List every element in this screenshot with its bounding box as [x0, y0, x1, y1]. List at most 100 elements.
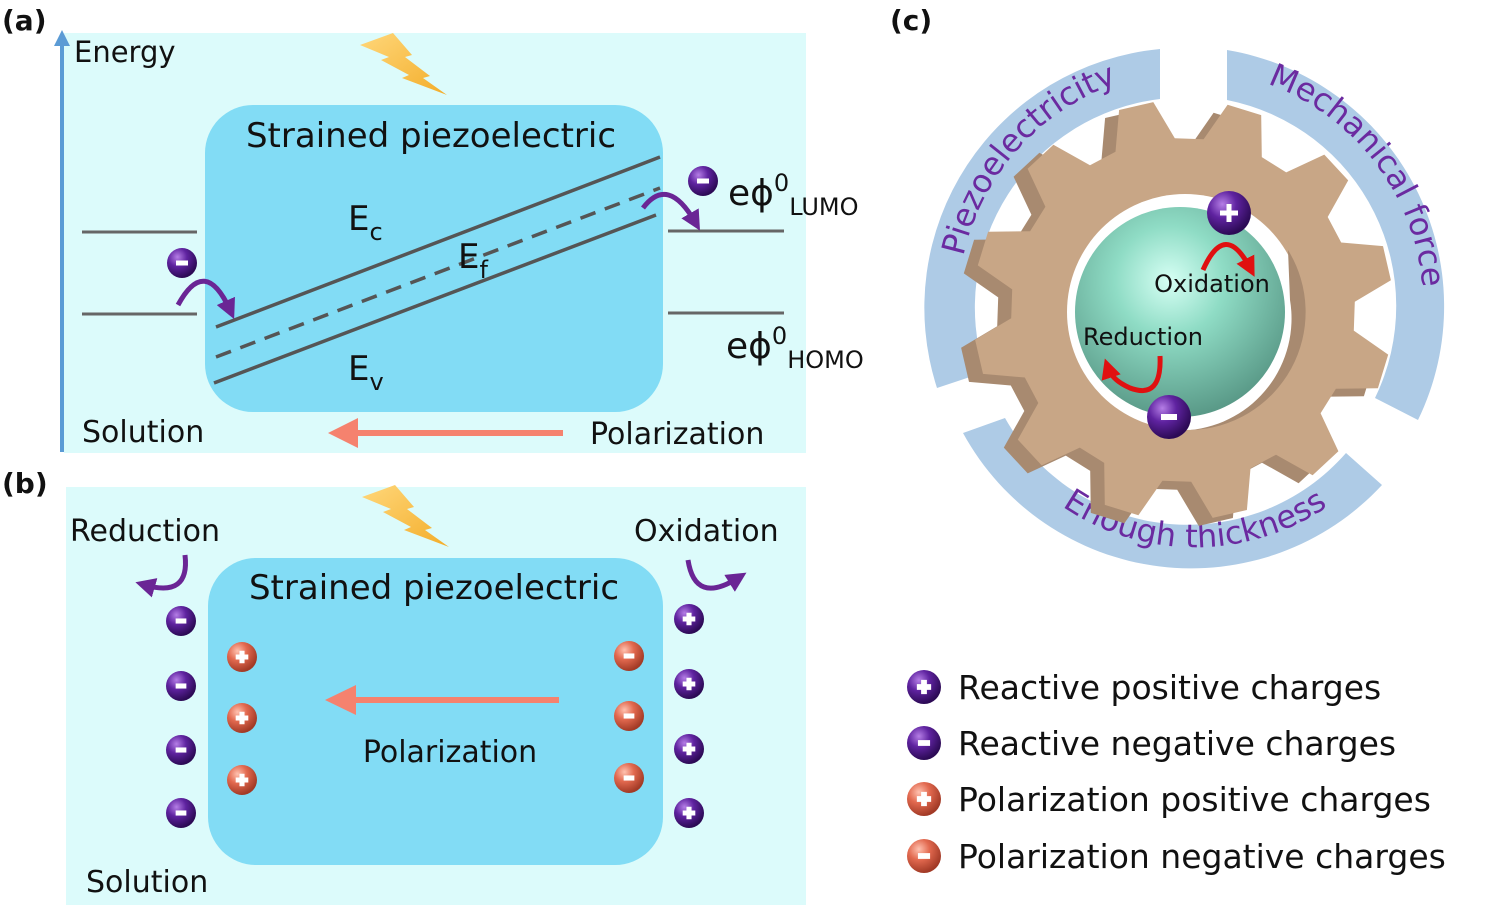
band-main: E — [348, 349, 369, 389]
legend-label: Polarization positive charges — [958, 780, 1431, 819]
polarization-label-a: Polarization — [590, 417, 764, 452]
ring-arc-piezoelectricity — [924, 49, 1160, 388]
band-main: E — [458, 237, 479, 277]
polarization-charge — [614, 763, 644, 793]
minus-icon — [623, 653, 635, 659]
solution-label-a: Solution — [82, 415, 204, 450]
minus-icon — [697, 178, 709, 184]
band-sub: f — [479, 256, 488, 284]
reactive-charge-icon — [907, 726, 941, 760]
reactive-charge — [166, 735, 196, 765]
minus-icon — [175, 747, 187, 753]
oxidation-arrow — [685, 559, 747, 592]
reduction-arrow-c — [1101, 355, 1163, 394]
reduction-arrow — [135, 554, 188, 598]
minus-icon — [623, 775, 635, 781]
polarization-arrow-a — [328, 418, 563, 448]
plus-icon — [1220, 204, 1238, 222]
plus-icon — [682, 677, 696, 691]
minus-icon — [175, 683, 187, 689]
homo-sup: 0 — [772, 322, 787, 350]
oxidation-label-b: Oxidation — [634, 514, 779, 549]
electron-charge-right — [688, 166, 718, 196]
energy-axis-arrow-icon — [54, 30, 70, 46]
gear-hole-shadow — [1190, 250, 1306, 430]
minus-icon — [176, 260, 188, 266]
homo-main: eϕ — [726, 326, 772, 367]
polarization-arrow-b — [325, 685, 559, 715]
reactive-charge — [166, 606, 196, 636]
panel-a-label: (a) — [2, 4, 47, 37]
lightning-bolt-icon — [360, 33, 447, 95]
polarization-charge-icon — [907, 839, 941, 873]
oxidation-label-c: Oxidation — [1154, 270, 1270, 298]
minus-icon — [175, 618, 187, 624]
electron-transfer-arrow-right — [641, 191, 700, 231]
polarization-charge — [227, 703, 257, 733]
strained-piezoelectric-block — [205, 105, 663, 412]
negative-charge-c — [1147, 395, 1191, 439]
material-label: Strained piezoelectric — [246, 116, 616, 156]
minus-icon — [623, 713, 635, 719]
homo-sub: HOMO — [787, 346, 864, 374]
reactive-charge — [674, 604, 704, 634]
valence-band-label: Ev — [348, 349, 384, 396]
reactive-charge — [674, 798, 704, 828]
polarization-charge-icon — [907, 782, 941, 816]
piezo-sphere — [1075, 207, 1285, 417]
conduction-band-label: Ec — [348, 199, 383, 246]
solution-label-b: Solution — [86, 865, 208, 900]
energy-axis-label: Energy — [74, 35, 176, 69]
reactive-charge — [674, 669, 704, 699]
legend-label: Polarization negative charges — [958, 837, 1446, 876]
electron-charge-left — [167, 248, 197, 278]
lightning-bolt-icon — [362, 485, 449, 547]
ring-arc-mechanical-force — [1227, 50, 1445, 420]
panel-c-label: (c) — [890, 4, 932, 37]
legend-item: Reactive negative charges — [907, 724, 1396, 763]
lumo-sub: LUMO — [789, 193, 858, 221]
legend-label: Reactive positive charges — [958, 668, 1381, 707]
plus-icon — [916, 679, 932, 695]
plus-icon — [682, 612, 696, 626]
legend-item: Polarization positive charges — [907, 780, 1431, 819]
polarization-charge — [227, 765, 257, 795]
legend-item: Reactive positive charges — [907, 668, 1381, 707]
minus-icon — [917, 740, 931, 746]
lumo-sup: 0 — [774, 169, 789, 197]
fermi-level-line — [215, 186, 661, 359]
reduction-label-c: Reduction — [1083, 323, 1203, 351]
legend-label: Reactive negative charges — [958, 724, 1396, 763]
lumo-main: eϕ — [728, 173, 774, 214]
band-sub: c — [369, 218, 382, 246]
electron-transfer-arrow-left — [175, 278, 235, 320]
reduction-label-b: Reduction — [70, 514, 220, 549]
positive-charge-c — [1207, 191, 1251, 235]
polarization-charge — [614, 641, 644, 671]
band-sub: v — [369, 368, 383, 396]
plus-icon — [682, 742, 696, 756]
conduction-band-line — [215, 155, 661, 329]
band-main: E — [348, 199, 369, 239]
minus-icon — [917, 853, 931, 859]
homo-label: eϕ0HOMO — [726, 322, 864, 374]
reactive-charge — [166, 798, 196, 828]
energy-axis — [54, 30, 70, 452]
valence-band-line — [213, 213, 657, 385]
charges-b — [166, 604, 704, 828]
lumo-label: eϕ0LUMO — [728, 169, 859, 221]
panel-b: (b) Strained piezoelectric Reduction Oxi… — [2, 467, 806, 905]
oxidation-arrow-c — [1200, 242, 1255, 277]
plus-icon — [682, 806, 696, 820]
polarization-arrow-head-icon — [328, 418, 358, 448]
legend-item: Polarization negative charges — [907, 837, 1446, 876]
plus-icon — [235, 711, 249, 725]
reactive-charge — [166, 671, 196, 701]
minus-icon — [1161, 414, 1177, 420]
plus-icon — [235, 773, 249, 787]
ring-arc-enough-thickness — [963, 418, 1382, 569]
polarization-label-b: Polarization — [363, 735, 537, 770]
panel-a: (a) Energy Strained piezoelectric Ec Ef … — [2, 4, 864, 453]
